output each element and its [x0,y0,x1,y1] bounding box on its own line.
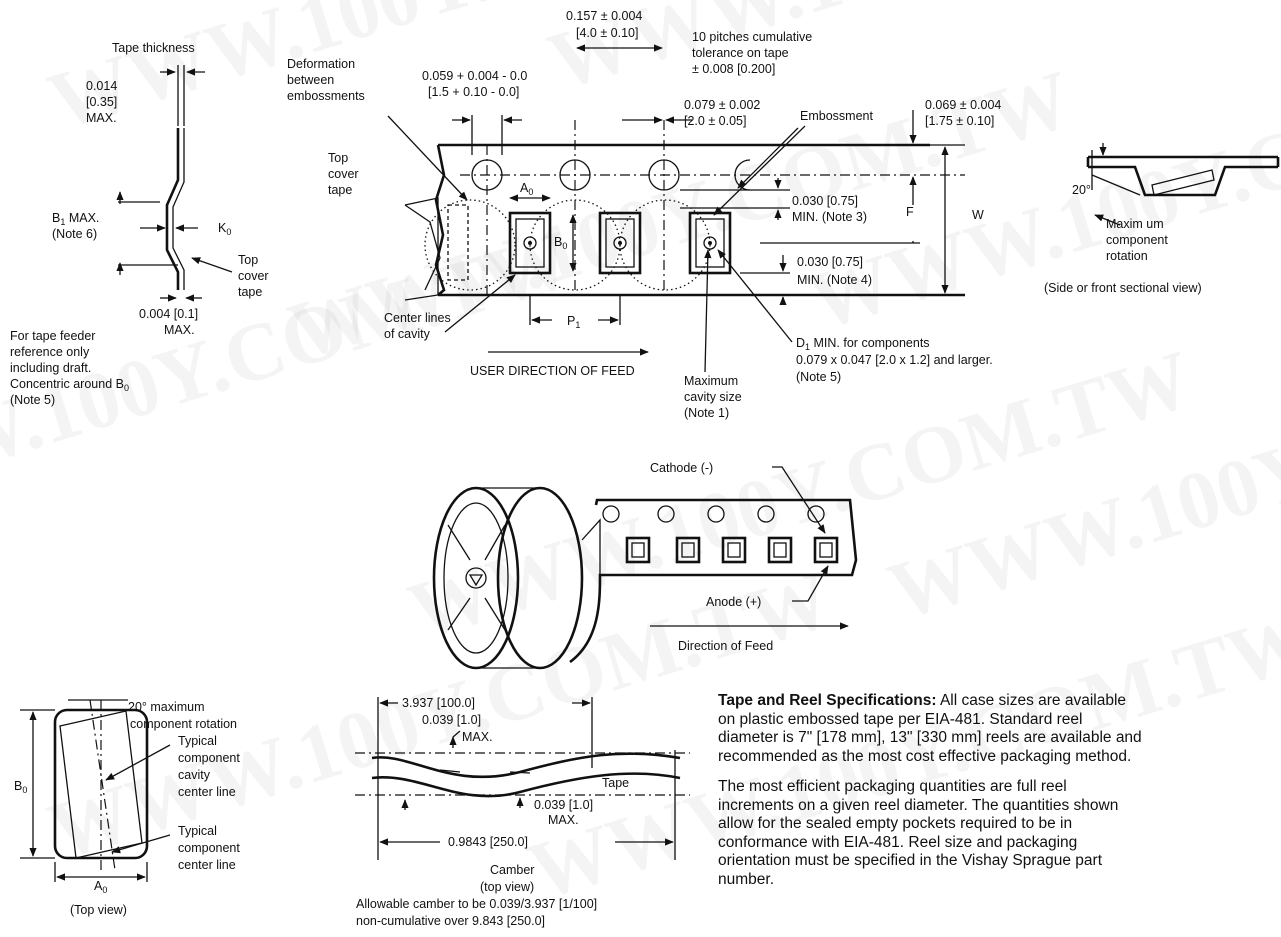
p1-label: P1 [567,314,580,330]
svg-text:(top view): (top view) [480,880,534,894]
svg-text:MIN. (Note 4): MIN. (Note 4) [797,273,872,287]
direction-label: Direction of Feed [678,639,773,653]
svg-text:For tape feeder: For tape feeder [10,329,95,343]
side-section-view: 20° Maxim um component rotation (Side or… [1044,143,1280,295]
svg-text:tape: tape [238,285,262,299]
camber-250-dim: 0.9843 [250.0] [448,835,528,849]
svg-text:0.079 x 0.047 [2.0 x 1.2] and: 0.079 x 0.047 [2.0 x 1.2] and larger. [796,353,993,367]
svg-text:including draft.: including draft. [10,361,91,375]
svg-text:cavity: cavity [178,768,211,782]
tape-cross-section: Tape thickness 0.014 [0.35] MAX. B1 MAX.… [10,41,269,407]
svg-text:(Note 6): (Note 6) [52,227,97,241]
top-rotation-label: 20° maximum [128,700,205,714]
k0-label: K0 [218,221,231,237]
rotation-label: Maxim um [1106,217,1164,231]
p2-dim: 0.079 ± 0.002 [684,98,760,112]
w-label: W [972,208,984,222]
svg-text:MAX.: MAX. [86,111,117,125]
deformation-label: Deformation [287,57,355,71]
svg-text:non-cumulative over 9.843 [250: non-cumulative over 9.843 [250.0] [356,914,545,928]
camber-allowable: Allowable camber to be 0.039/3.937 [1/10… [356,897,597,911]
center-lines-label: Center lines [384,311,451,325]
a0-label: A0 [520,181,533,197]
svg-text:rotation: rotation [1106,249,1148,263]
e-dim: 0.069 ± 0.004 [925,98,1001,112]
svg-text:center line: center line [178,858,236,872]
svg-text:0.039 [1.0]: 0.039 [1.0] [422,713,481,727]
tape-plan-view: Deformation between embossments Top cove… [287,9,1001,420]
svg-text:WWW.100Y.COM.TW: WWW.100Y.COM.TW [539,0,1281,107]
svg-text:tolerance on tape: tolerance on tape [692,46,789,60]
svg-text:0.004 [0.1]: 0.004 [0.1] [139,307,198,321]
svg-text:[1.75 ± 0.10]: [1.75 ± 0.10] [925,114,994,128]
svg-text:component: component [178,751,240,765]
svg-text:center line: center line [178,785,236,799]
top-cover-label: Top [328,151,348,165]
angle-label: 20° [1072,183,1091,197]
svg-text:Typical: Typical [178,734,217,748]
svg-text:cover: cover [238,269,269,283]
pitch-p0-dim: 0.157 ± 0.004 [566,9,642,23]
spec-paragraph-1: Tape and Reel Specifications: All case s… [718,692,1142,765]
svg-text:component: component [1106,233,1168,247]
svg-text:(Note 5): (Note 5) [10,393,55,407]
svg-text:Concentric around B0: Concentric around B0 [10,377,129,393]
side-view-caption: (Side or front sectional view) [1044,281,1202,295]
svg-text:[4.0 ± 0.10]: [4.0 ± 0.10] [576,26,638,40]
user-direction-label: USER DIRECTION OF FEED [470,364,635,378]
reel-illustration: Cathode (-) Anode (+) Direction of Feed [432,461,858,670]
thickness-dim: 0.014 [86,79,117,93]
svg-text:component rotation: component rotation [130,717,237,731]
svg-text:[1.5 + 0.10 - 0.0]: [1.5 + 0.10 - 0.0] [428,85,519,99]
svg-text:MIN. (Note 3): MIN. (Note 3) [792,210,867,224]
svg-text:component: component [178,841,240,855]
svg-text:MAX.: MAX. [462,730,493,744]
svg-text:Camber: Camber [490,863,534,877]
spec-heading: Tape and Reel Specifications: [718,692,937,709]
svg-text:tape: tape [328,183,352,197]
hole-dim: 0.059 + 0.004 - 0.0 [422,69,527,83]
b0-label: B0 [554,235,567,251]
svg-text:embossments: embossments [287,89,365,103]
max-cavity-label: Maximum [684,374,738,388]
cumulative-note: 10 pitches cumulative [692,30,812,44]
min-note4: 0.030 [0.75] [797,255,863,269]
tape-thickness-label: Tape thickness [112,41,195,55]
f-label: F [906,205,914,219]
svg-text:cover: cover [328,167,359,181]
svg-text:between: between [287,73,334,87]
camber-tape-label: Tape [602,776,629,790]
svg-text:of cavity: of cavity [384,327,431,341]
embossment-label: Embossment [800,109,873,123]
cathode-label: Cathode (-) [650,461,713,475]
svg-text:[0.35]: [0.35] [86,95,117,109]
svg-text:± 0.008 [0.200]: ± 0.008 [0.200] [692,62,775,76]
svg-text:MAX.: MAX. [548,813,579,827]
camber-1-bot: 0.039 [1.0] [534,798,593,812]
tape-reel-specifications: Tape and Reel Specifications: All case s… [718,692,1281,901]
svg-text:cavity size: cavity size [684,390,742,404]
camber-100-dim: 3.937 [100.0] [402,696,475,710]
svg-text:reference only: reference only [10,345,90,359]
min-note3: 0.030 [0.75] [792,194,858,208]
camber-diagram: 3.937 [100.0] 0.039 [1.0] MAX. Tape 0.03… [355,696,690,928]
svg-text:MAX.: MAX. [164,323,195,337]
top-b0: B0 [14,779,27,795]
top-a0: A0 [94,879,107,895]
anode-label: Anode (+) [706,595,761,609]
d1-note: D1 MIN. for components [796,336,930,352]
svg-text:Top: Top [238,253,258,267]
svg-text:(Note 5): (Note 5) [796,370,841,384]
svg-text:[2.0 ± 0.05]: [2.0 ± 0.05] [684,114,746,128]
top-view-rotation: B0 A0 (Top view) 20° maximum component r… [14,699,240,917]
top-view-caption: (Top view) [70,903,127,917]
svg-text:(Note 1): (Note 1) [684,406,729,420]
b1-max-label: B1 MAX. [52,211,99,227]
svg-text:Typical: Typical [178,824,217,838]
spec-paragraph-2: The most efficient packaging quantities … [718,778,1119,888]
